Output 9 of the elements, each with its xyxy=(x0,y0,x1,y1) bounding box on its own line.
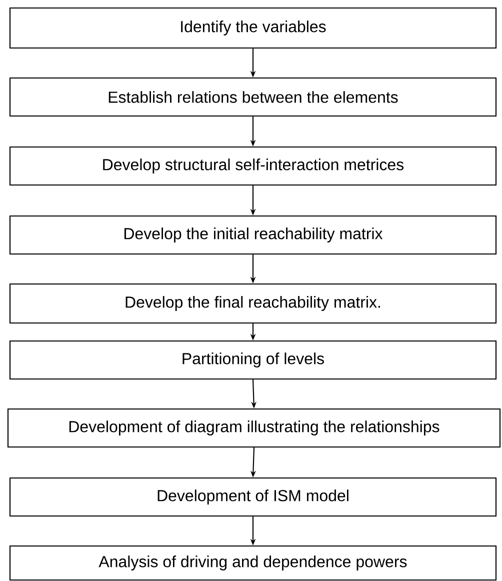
process-box: Development of diagram illustrating the relationships xyxy=(7,408,501,448)
process-box: Development of ISM model xyxy=(9,477,497,517)
process-box: Analysis of driving and dependence powers xyxy=(9,545,497,581)
process-box: Identify the variables xyxy=(9,7,497,49)
process-box: Partitioning of levels xyxy=(9,340,497,380)
process-box: Develop the final reachability matrix. xyxy=(9,283,497,324)
process-box: Develop structural self-interaction metrices xyxy=(9,146,497,186)
process-box: Establish relations between the elements xyxy=(9,77,497,117)
process-box: Develop the initial reachability matrix xyxy=(9,215,497,255)
